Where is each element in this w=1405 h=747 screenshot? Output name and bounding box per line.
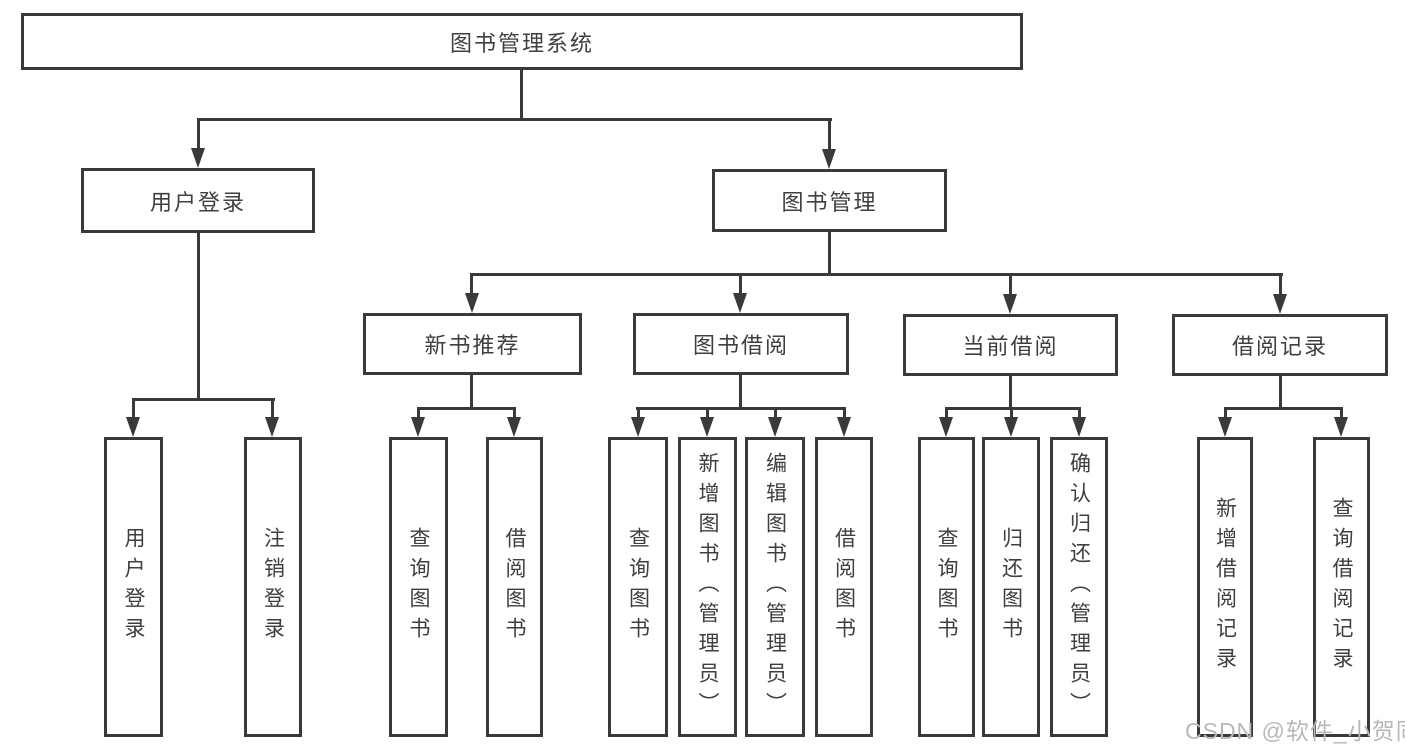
leaf-borrow-query: 查询图书 [608, 437, 668, 737]
node-book-borrow: 图书借阅 [633, 313, 849, 375]
arrowhead-bb-edit [768, 417, 782, 437]
leaf-logout: 注销登录 [244, 437, 302, 737]
connector-bookborrow-stem [739, 375, 742, 409]
connector-currentborrow-stem [1009, 376, 1012, 409]
connector-userlogin-drop [197, 118, 200, 154]
node-new-book-recommend: 新书推荐 [363, 313, 582, 375]
node-book-management: 图书管理 [712, 169, 947, 232]
leaf-newbook-query: 查询图书 [389, 437, 448, 737]
connector-bookborrow-drop [739, 273, 742, 299]
node-borrow-records: 借阅记录 [1172, 314, 1388, 376]
connector-userlogin-stem [197, 233, 200, 400]
connector-bookmgmt-stem [828, 232, 831, 276]
arrowhead-br-add [1218, 417, 1232, 437]
connector-cb-return-drop [1010, 407, 1013, 423]
arrowhead-book-borrow [733, 293, 747, 313]
arrowhead-bb-borrow [837, 417, 851, 437]
connector-borrowrecords-drop [1279, 273, 1282, 300]
arrowhead-bb-query [631, 417, 645, 437]
connector-newbooks-stem [470, 375, 473, 409]
node-root: 图书管理系统 [21, 13, 1023, 70]
connector-br-add-drop [1224, 407, 1227, 423]
connector-cb-query-drop [945, 407, 948, 423]
csdn-watermark: CSDN @软件_小贺同学 [1185, 718, 1405, 744]
connector-leaf-login-drop [132, 398, 135, 423]
connector-newbooks-bar [417, 407, 516, 410]
node-current-borrow: 当前借阅 [903, 314, 1118, 376]
arrowhead-bb-add [700, 417, 714, 437]
connector-newbooks-drop [470, 273, 473, 299]
arrowhead-borrow-records [1273, 294, 1287, 314]
arrowhead-new-books [465, 293, 479, 313]
connector-nb-query-drop [417, 407, 420, 423]
arrowhead-cb-confirm [1072, 417, 1086, 437]
arrowhead-nb-query [411, 417, 425, 437]
connector-bb-query-drop [637, 407, 640, 423]
connector-currentborrow-drop [1009, 273, 1012, 300]
connector-bb-add-drop [706, 407, 709, 423]
leaf-user-login: 用户登录 [104, 437, 163, 737]
leaf-newbook-borrow: 借阅图书 [486, 437, 543, 737]
arrowhead-book-management [822, 149, 836, 169]
connector-bookborrow-bar [636, 407, 846, 410]
leaf-current-return: 归还图书 [982, 437, 1040, 737]
connector-leaf-logout-drop [271, 398, 274, 423]
connector-borrowrecords-stem [1279, 376, 1282, 409]
arrowhead-leaf-login [126, 417, 140, 437]
connector-nb-borrow-drop [513, 407, 516, 423]
leaf-current-confirm-admin: 确认归还（管理员） [1050, 437, 1108, 737]
connector-bb-borrow-drop [843, 407, 846, 423]
connector-cb-confirm-drop [1078, 407, 1081, 423]
connector-level1-bar [197, 118, 832, 121]
arrowhead-current-borrow [1003, 294, 1017, 314]
arrowhead-user-login [191, 148, 205, 168]
connector-level3-bar [470, 273, 1283, 276]
leaf-borrow-edit-admin: 编辑图书（管理员） [745, 437, 805, 737]
arrowhead-cb-query [939, 417, 953, 437]
leaf-borrow-book: 借阅图书 [815, 437, 873, 737]
leaf-record-query: 查询借阅记录 [1313, 437, 1370, 737]
connector-br-query-drop [1340, 407, 1343, 423]
connector-bb-edit-drop [774, 407, 777, 423]
arrowhead-br-query [1334, 417, 1348, 437]
connector-borrowrecords-bar [1224, 407, 1343, 410]
connector-root-stem [520, 69, 523, 121]
connector-currentborrow-bar [945, 407, 1081, 410]
leaf-current-query: 查询图书 [918, 437, 975, 737]
connector-bookmgmt-drop [828, 118, 831, 155]
leaf-record-add: 新增借阅记录 [1197, 437, 1253, 737]
node-user-login: 用户登录 [81, 168, 315, 233]
arrowhead-nb-borrow [507, 417, 521, 437]
arrowhead-cb-return [1004, 417, 1018, 437]
arrowhead-leaf-logout [265, 417, 279, 437]
leaf-borrow-add-admin: 新增图书（管理员） [678, 437, 737, 737]
connector-userlogin-bar [132, 398, 275, 401]
